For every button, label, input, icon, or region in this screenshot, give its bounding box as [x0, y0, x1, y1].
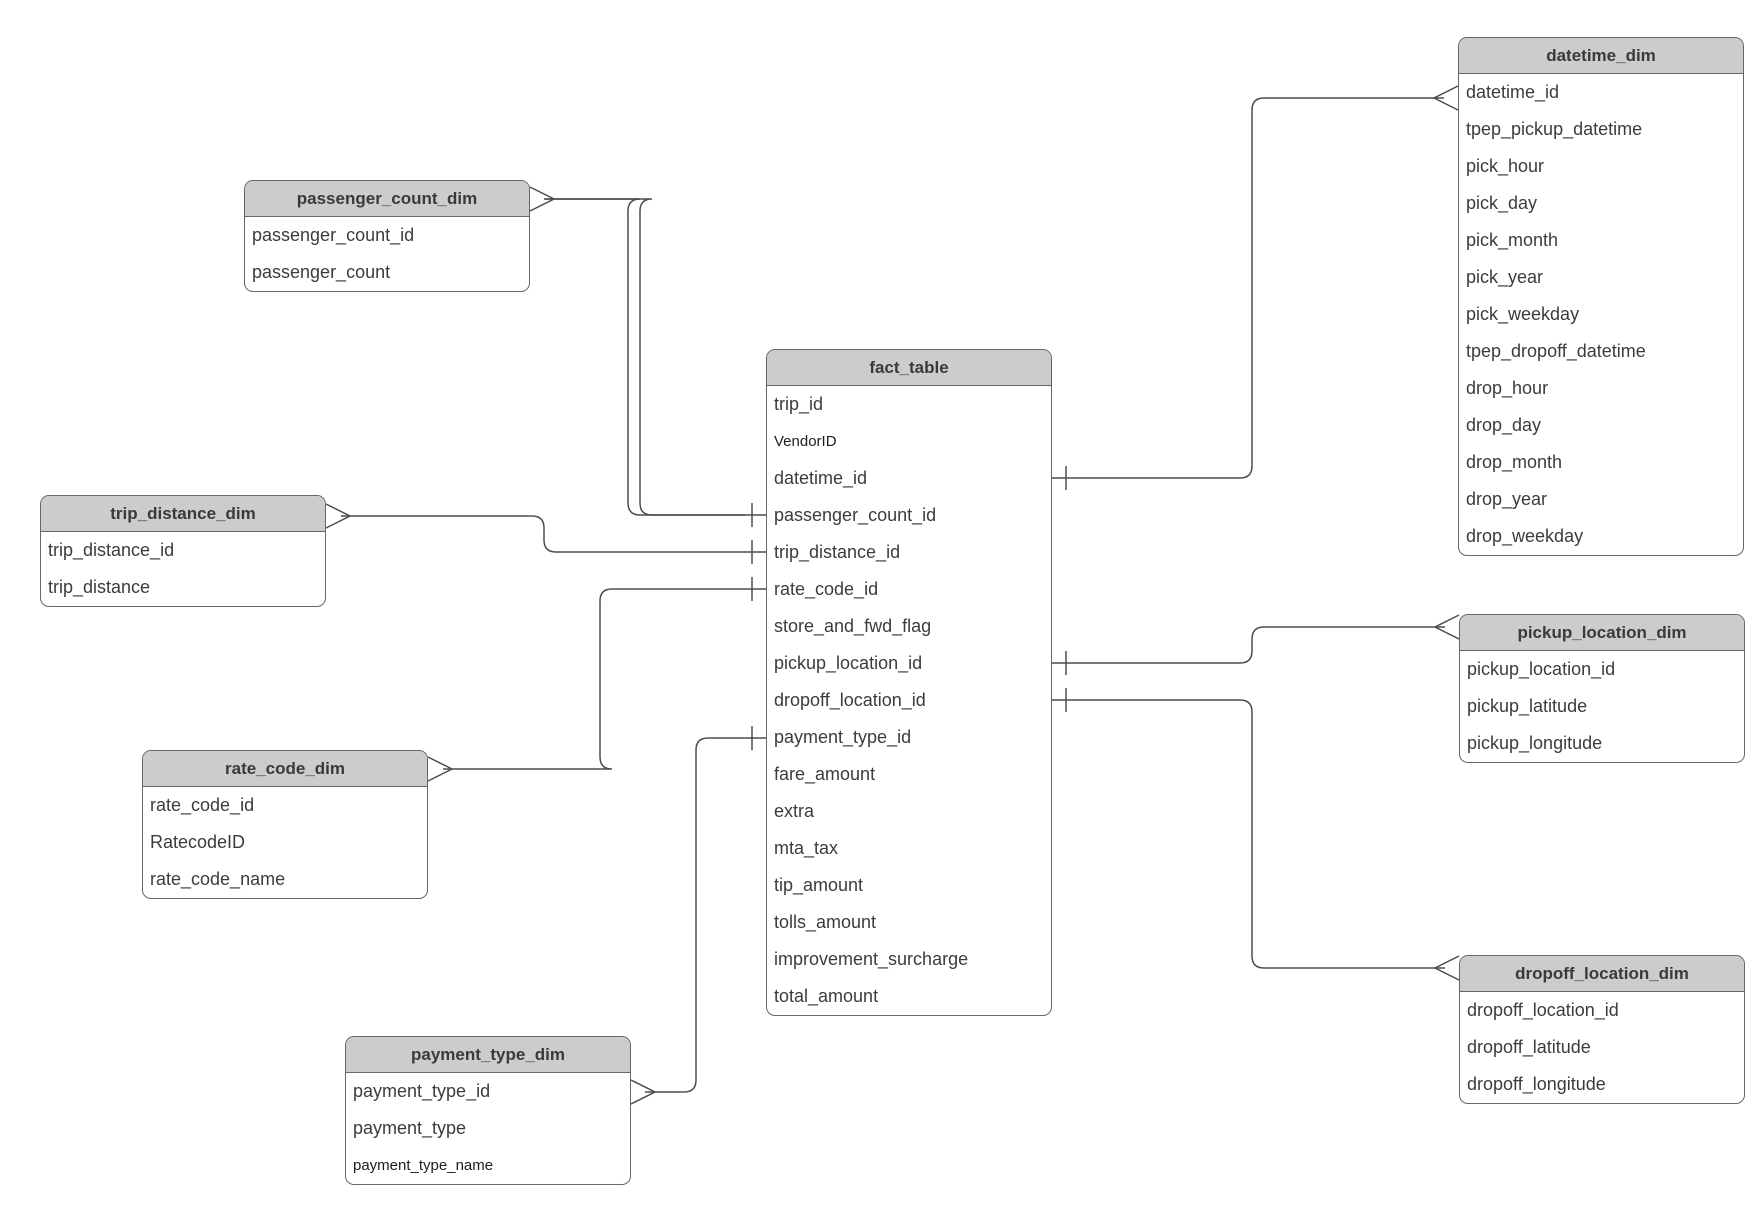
- field-row[interactable]: passenger_count_id: [774, 505, 937, 525]
- entity-passenger-count-dim[interactable]: passenger_count_dim passenger_count_id p…: [244, 180, 530, 292]
- entity-header-dropoff-location-dim: dropoff_location_dim: [1460, 956, 1744, 992]
- entity-payment-type-dim[interactable]: payment_type_dim payment_type_id payment…: [345, 1036, 631, 1185]
- edge-fact-to-passenger-count-dim-2: [545, 198, 766, 516]
- field-row[interactable]: total_amount: [774, 986, 879, 1006]
- entity-datetime-dim[interactable]: datetime_dim datetime_id tpep_pickup_dat…: [1458, 37, 1744, 556]
- crowsfoot-rate-code-dim: [427, 756, 454, 782]
- crowsfoot-datetime-dim: [1432, 85, 1459, 111]
- field-row[interactable]: pick_hour: [1466, 156, 1545, 176]
- field-row[interactable]: drop_day: [1466, 415, 1542, 435]
- entity-header-passenger-count-dim: passenger_count_dim: [245, 181, 529, 217]
- entity-header-rate-code-dim: rate_code_dim: [143, 751, 427, 787]
- field-row[interactable]: dropoff_location_id: [774, 690, 926, 710]
- entity-header-payment-type-dim: payment_type_dim: [346, 1037, 630, 1073]
- field-row[interactable]: VendorID: [774, 433, 837, 450]
- field-row[interactable]: drop_weekday: [1466, 526, 1584, 546]
- entity-fields-datetime-dim: datetime_id tpep_pickup_datetime pick_ho…: [1459, 74, 1743, 555]
- field-row[interactable]: tpep_dropoff_datetime: [1466, 341, 1646, 361]
- field-row[interactable]: dropoff_longitude: [1467, 1074, 1606, 1094]
- field-row[interactable]: datetime_id: [774, 468, 868, 488]
- field-row[interactable]: trip_distance_id: [774, 542, 901, 562]
- edge-fact-to-dropoff-location-dim: [1052, 699, 1445, 969]
- entity-fields-pickup-location-dim: pickup_location_id pickup_latitude picku…: [1460, 651, 1744, 762]
- field-row[interactable]: dropoff_location_id: [1467, 1000, 1619, 1020]
- crowsfoot-passenger-count-dim: [529, 186, 556, 212]
- field-row[interactable]: tip_amount: [774, 875, 864, 895]
- entity-fields-fact-table: trip_id VendorID datetime_id passenger_c…: [767, 386, 1051, 1015]
- entity-header-fact-table: fact_table: [767, 350, 1051, 386]
- entity-fields-dropoff-location-dim: dropoff_location_id dropoff_latitude dro…: [1460, 992, 1744, 1103]
- field-row[interactable]: improvement_surcharge: [774, 949, 969, 969]
- field-row[interactable]: trip_distance_id: [48, 540, 175, 560]
- field-row[interactable]: pick_year: [1466, 267, 1544, 287]
- entity-fields-rate-code-dim: rate_code_id RatecodeID rate_code_name: [143, 787, 427, 898]
- crowsfoot-pickup-location-dim: [1433, 614, 1460, 640]
- field-row[interactable]: drop_hour: [1466, 378, 1549, 398]
- field-row[interactable]: pick_day: [1466, 193, 1538, 213]
- field-row[interactable]: datetime_id: [1466, 82, 1560, 102]
- field-row[interactable]: pickup_location_id: [1467, 659, 1616, 679]
- entity-rate-code-dim[interactable]: rate_code_dim rate_code_id RatecodeID ra…: [142, 750, 428, 899]
- edge-fact-to-datetime-dim: [1052, 97, 1444, 479]
- field-row[interactable]: pickup_longitude: [1467, 733, 1603, 753]
- field-row[interactable]: rate_code_id: [774, 579, 879, 599]
- field-row[interactable]: rate_code_id: [150, 795, 255, 815]
- edge-fact-to-payment-type-dim: [645, 737, 766, 1093]
- entity-header-datetime-dim: datetime_dim: [1459, 38, 1743, 74]
- edge-fact-to-trip-distance-dim: [341, 515, 766, 553]
- field-row[interactable]: payment_type_name: [353, 1157, 494, 1174]
- edge-fact-to-rate-code-dim: [443, 588, 766, 770]
- entity-trip-distance-dim[interactable]: trip_distance_dim trip_distance_id trip_…: [40, 495, 326, 607]
- crowsfoot-trip-distance-dim: [325, 503, 352, 529]
- entity-header-pickup-location-dim: pickup_location_dim: [1460, 615, 1744, 651]
- field-row[interactable]: pickup_location_id: [774, 653, 923, 673]
- field-row[interactable]: pick_weekday: [1466, 304, 1580, 324]
- entity-pickup-location-dim[interactable]: pickup_location_dim pickup_location_id p…: [1459, 614, 1745, 763]
- crowsfoot-dropoff-location-dim: [1433, 955, 1460, 981]
- entity-dropoff-location-dim[interactable]: dropoff_location_dim dropoff_location_id…: [1459, 955, 1745, 1104]
- field-row[interactable]: rate_code_name: [150, 869, 286, 889]
- field-row[interactable]: tpep_pickup_datetime: [1466, 119, 1643, 139]
- entity-fields-trip-distance-dim: trip_distance_id trip_distance: [41, 532, 325, 606]
- entity-fact-table[interactable]: fact_table trip_id VendorID datetime_id …: [766, 349, 1052, 1016]
- field-row[interactable]: pick_month: [1466, 230, 1559, 250]
- field-row[interactable]: pickup_latitude: [1467, 696, 1588, 716]
- field-row[interactable]: store_and_fwd_flag: [774, 616, 932, 636]
- field-row[interactable]: passenger_count: [252, 262, 391, 282]
- edge-fact-to-passenger-count-dim: [544, 198, 745, 516]
- field-row[interactable]: tolls_amount: [774, 912, 877, 932]
- field-row[interactable]: drop_year: [1466, 489, 1548, 509]
- field-row[interactable]: trip_id: [774, 394, 824, 414]
- field-row[interactable]: fare_amount: [774, 764, 876, 784]
- entity-fields-passenger-count-dim: passenger_count_id passenger_count: [245, 217, 529, 291]
- entity-header-trip-distance-dim: trip_distance_dim: [41, 496, 325, 532]
- entity-fields-payment-type-dim: payment_type_id payment_type payment_typ…: [346, 1073, 630, 1184]
- field-row[interactable]: dropoff_latitude: [1467, 1037, 1591, 1057]
- field-row[interactable]: RatecodeID: [150, 832, 246, 852]
- field-row[interactable]: payment_type: [353, 1118, 467, 1138]
- field-row[interactable]: trip_distance: [48, 577, 151, 597]
- crowsfoot-payment-type-dim: [630, 1079, 657, 1105]
- field-row[interactable]: mta_tax: [774, 838, 839, 858]
- field-row[interactable]: passenger_count_id: [252, 225, 415, 245]
- field-row[interactable]: payment_type_id: [774, 727, 912, 747]
- edge-fact-to-pickup-location-dim: [1052, 626, 1445, 664]
- field-row[interactable]: extra: [774, 801, 815, 821]
- field-row[interactable]: drop_month: [1466, 452, 1563, 472]
- field-row[interactable]: payment_type_id: [353, 1081, 491, 1101]
